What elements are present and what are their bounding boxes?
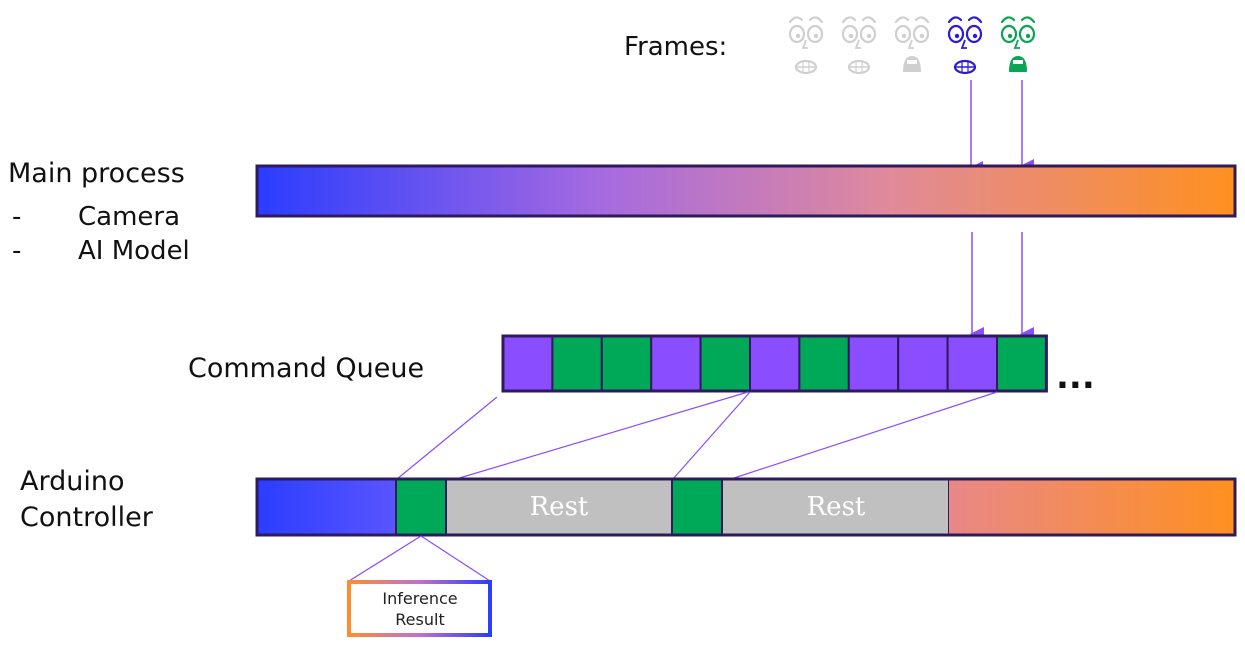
arduino-segment-start [257, 479, 396, 535]
arduino-inference-cell-1 [395, 478, 447, 536]
queue-cell-purple [847, 335, 900, 392]
rest-label-1: Rest [530, 492, 589, 522]
main-process-item-camera: Camera [78, 202, 180, 232]
queue-cell-green [996, 335, 1048, 392]
queue-cell-green [600, 335, 653, 392]
face-icon [947, 16, 983, 75]
face-pupil-left [901, 33, 907, 39]
face-nose [854, 39, 861, 49]
inference-line2: Result [395, 610, 444, 629]
arduino-bar-border [255, 477, 1237, 537]
face-icon [894, 16, 930, 72]
face-eye-left [841, 24, 859, 44]
face-brow-right [914, 16, 930, 24]
face-brow-right [808, 16, 824, 24]
link-line-4 [730, 391, 998, 480]
frame-faces [788, 16, 1036, 75]
queue-cell-purple [897, 335, 949, 392]
arduino-label-line1: Arduino [20, 466, 124, 497]
inference-link-right [420, 535, 491, 582]
link-line-2 [455, 391, 749, 480]
face-pupil-right [972, 33, 978, 39]
command-queue-label: Command Queue [188, 353, 424, 384]
face-eye-left [947, 24, 965, 44]
face-brow-left [947, 16, 963, 24]
arduino-label-line2: Controller [20, 502, 154, 533]
face-brow-left [841, 16, 857, 24]
face-nose [801, 39, 808, 49]
face-pupil-left [848, 33, 854, 39]
arduino-bar [255, 477, 1237, 537]
queue-ellipsis: ... [1056, 357, 1095, 397]
arduino-segment-end [949, 479, 1235, 535]
face-nose [907, 39, 914, 49]
face-brow-left [788, 16, 804, 24]
main-process-item-ai-model: AI Model [78, 236, 190, 266]
face-eye-right [1018, 24, 1036, 44]
face-icon [788, 16, 824, 75]
face-pupil-left [954, 33, 960, 39]
face-icon [1000, 16, 1036, 72]
face-eye-right [806, 24, 824, 44]
link-line-1 [396, 396, 498, 480]
queue-cell-green [551, 335, 603, 392]
command-queue [501, 334, 1048, 393]
face-pupil-right [813, 33, 819, 39]
face-eye-right [912, 24, 930, 44]
inference-line1: Inference [382, 589, 457, 608]
face-nose [960, 39, 967, 49]
face-nose [1013, 39, 1020, 49]
face-pupil-right [919, 33, 925, 39]
queue-border [501, 334, 1048, 393]
arduino-inference-cell-2 [671, 478, 723, 536]
main-process-bar [255, 164, 1237, 218]
face-eye-right [965, 24, 983, 44]
queue-cell-green [699, 335, 751, 392]
face-pupil-left [795, 33, 801, 39]
face-eye-left [1000, 24, 1018, 44]
rest-label-2: Rest [807, 492, 866, 522]
face-pupil-left [1007, 33, 1013, 39]
queue-cell-purple [749, 335, 801, 392]
face-pupil-right [1025, 33, 1031, 39]
face-teeth [907, 60, 917, 64]
arduino-rest-1 [445, 478, 673, 536]
face-icon [841, 16, 877, 75]
face-eye-right [859, 24, 877, 44]
queue-cell-green [798, 335, 850, 392]
face-teeth [1013, 60, 1023, 64]
main-process-title: Main process [8, 158, 185, 189]
queue-cell-purple [502, 335, 554, 392]
face-eye-left [788, 24, 806, 44]
link-line-3 [672, 391, 751, 480]
frames-label: Frames: [624, 32, 727, 62]
face-brow-left [894, 16, 910, 24]
queue-cell-purple [946, 335, 998, 392]
face-brow-left [1000, 16, 1016, 24]
face-pupil-right [866, 33, 872, 39]
main-process-dash-1: - [12, 202, 21, 232]
face-eye-left [894, 24, 912, 44]
face-brow-right [967, 16, 983, 24]
inference-link-left [348, 535, 422, 582]
main-process-dash-2: - [12, 236, 21, 266]
queue-cell-purple [650, 335, 702, 392]
face-brow-right [861, 16, 877, 24]
inference-result-box [347, 580, 492, 637]
face-brow-right [1020, 16, 1036, 24]
